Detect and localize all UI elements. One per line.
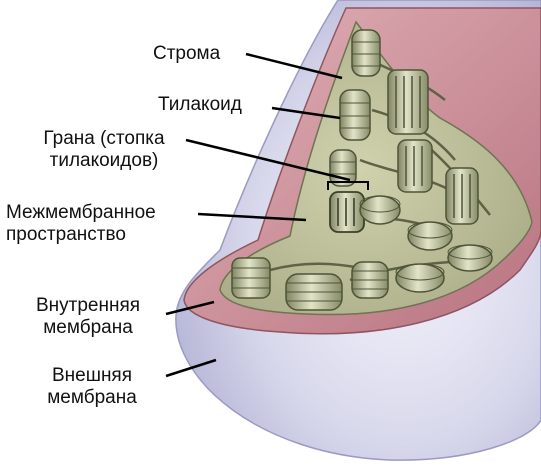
leader-stroma <box>245 52 343 80</box>
label-outer-membrane-line-2: мембрана <box>47 387 137 408</box>
label-stroma-text: Строма <box>153 43 221 64</box>
leader-grana <box>185 138 351 182</box>
leader-outer-membrane <box>165 358 217 378</box>
granum-stack <box>351 29 381 77</box>
granum-stack <box>387 69 429 135</box>
granum-stack <box>285 273 343 311</box>
leader-thylakoid <box>271 106 341 120</box>
leader-lines <box>165 52 351 378</box>
label-intermembrane-line-1: Межмембранное <box>6 202 156 223</box>
label-thylakoid: Тилакоид <box>158 94 242 116</box>
label-outer-membrane: Внешняя мембрана <box>30 365 154 409</box>
stroma-shape <box>219 20 533 316</box>
granum-stack <box>339 89 371 141</box>
label-thylakoid-text: Тилакоид <box>158 94 242 115</box>
leader-inner-membrane <box>165 300 215 316</box>
granum-stack <box>447 244 493 272</box>
granum-stack-highlighted <box>329 191 365 233</box>
label-inner-membrane: Внутренняя мембрана <box>14 295 162 339</box>
grana-stacks <box>231 29 493 311</box>
granum-stack <box>445 167 479 225</box>
label-stroma: Строма <box>153 43 220 65</box>
label-inner-membrane-line-2: мембрана <box>43 317 133 338</box>
label-intermembrane-space: Межмембранное пространство <box>6 202 156 246</box>
granum-stack <box>395 263 445 293</box>
label-grana-line-1: Грана (стопка <box>43 128 165 149</box>
granum-stack <box>231 257 271 299</box>
label-intermembrane-line-2: пространство <box>6 224 126 245</box>
granum-stack <box>359 195 401 225</box>
leader-intermembrane <box>197 212 307 222</box>
label-inner-membrane-line-1: Внутренняя <box>35 295 141 316</box>
granum-stack <box>329 149 357 187</box>
label-grana-line-2: тилакоидов) <box>49 150 159 171</box>
label-outer-membrane-line-1: Внешняя <box>51 365 133 386</box>
granum-stack <box>407 221 453 251</box>
label-grana: Грана (стопка тилакоидов) <box>18 128 190 172</box>
granum-stack <box>351 261 389 299</box>
granum-stack <box>397 139 433 193</box>
granum-bracket <box>327 181 369 190</box>
